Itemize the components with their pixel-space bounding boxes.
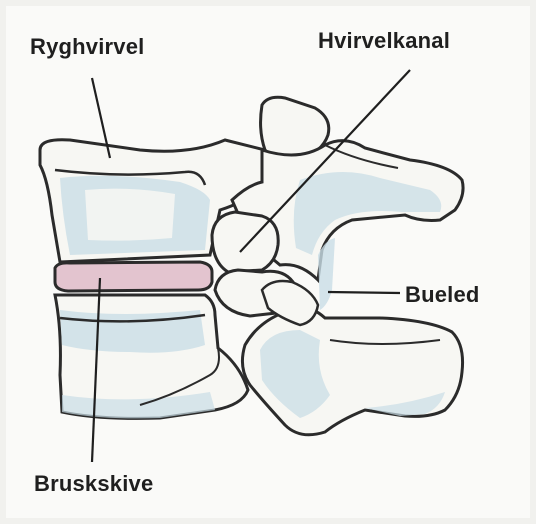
upper-body-highlight bbox=[85, 189, 175, 241]
lower-body-shade bbox=[60, 310, 205, 353]
disc-shape bbox=[55, 262, 212, 291]
label-ryghvirvel: Ryghvirvel bbox=[30, 34, 145, 60]
label-bueled: Bueled bbox=[405, 282, 480, 308]
label-hvirvelkanal: Hvirvelkanal bbox=[318, 28, 450, 54]
leader-bueled bbox=[328, 292, 400, 293]
lower-vertebra bbox=[55, 295, 248, 418]
label-bruskskive: Bruskskive bbox=[34, 471, 153, 497]
intervertebral-disc bbox=[55, 262, 212, 291]
